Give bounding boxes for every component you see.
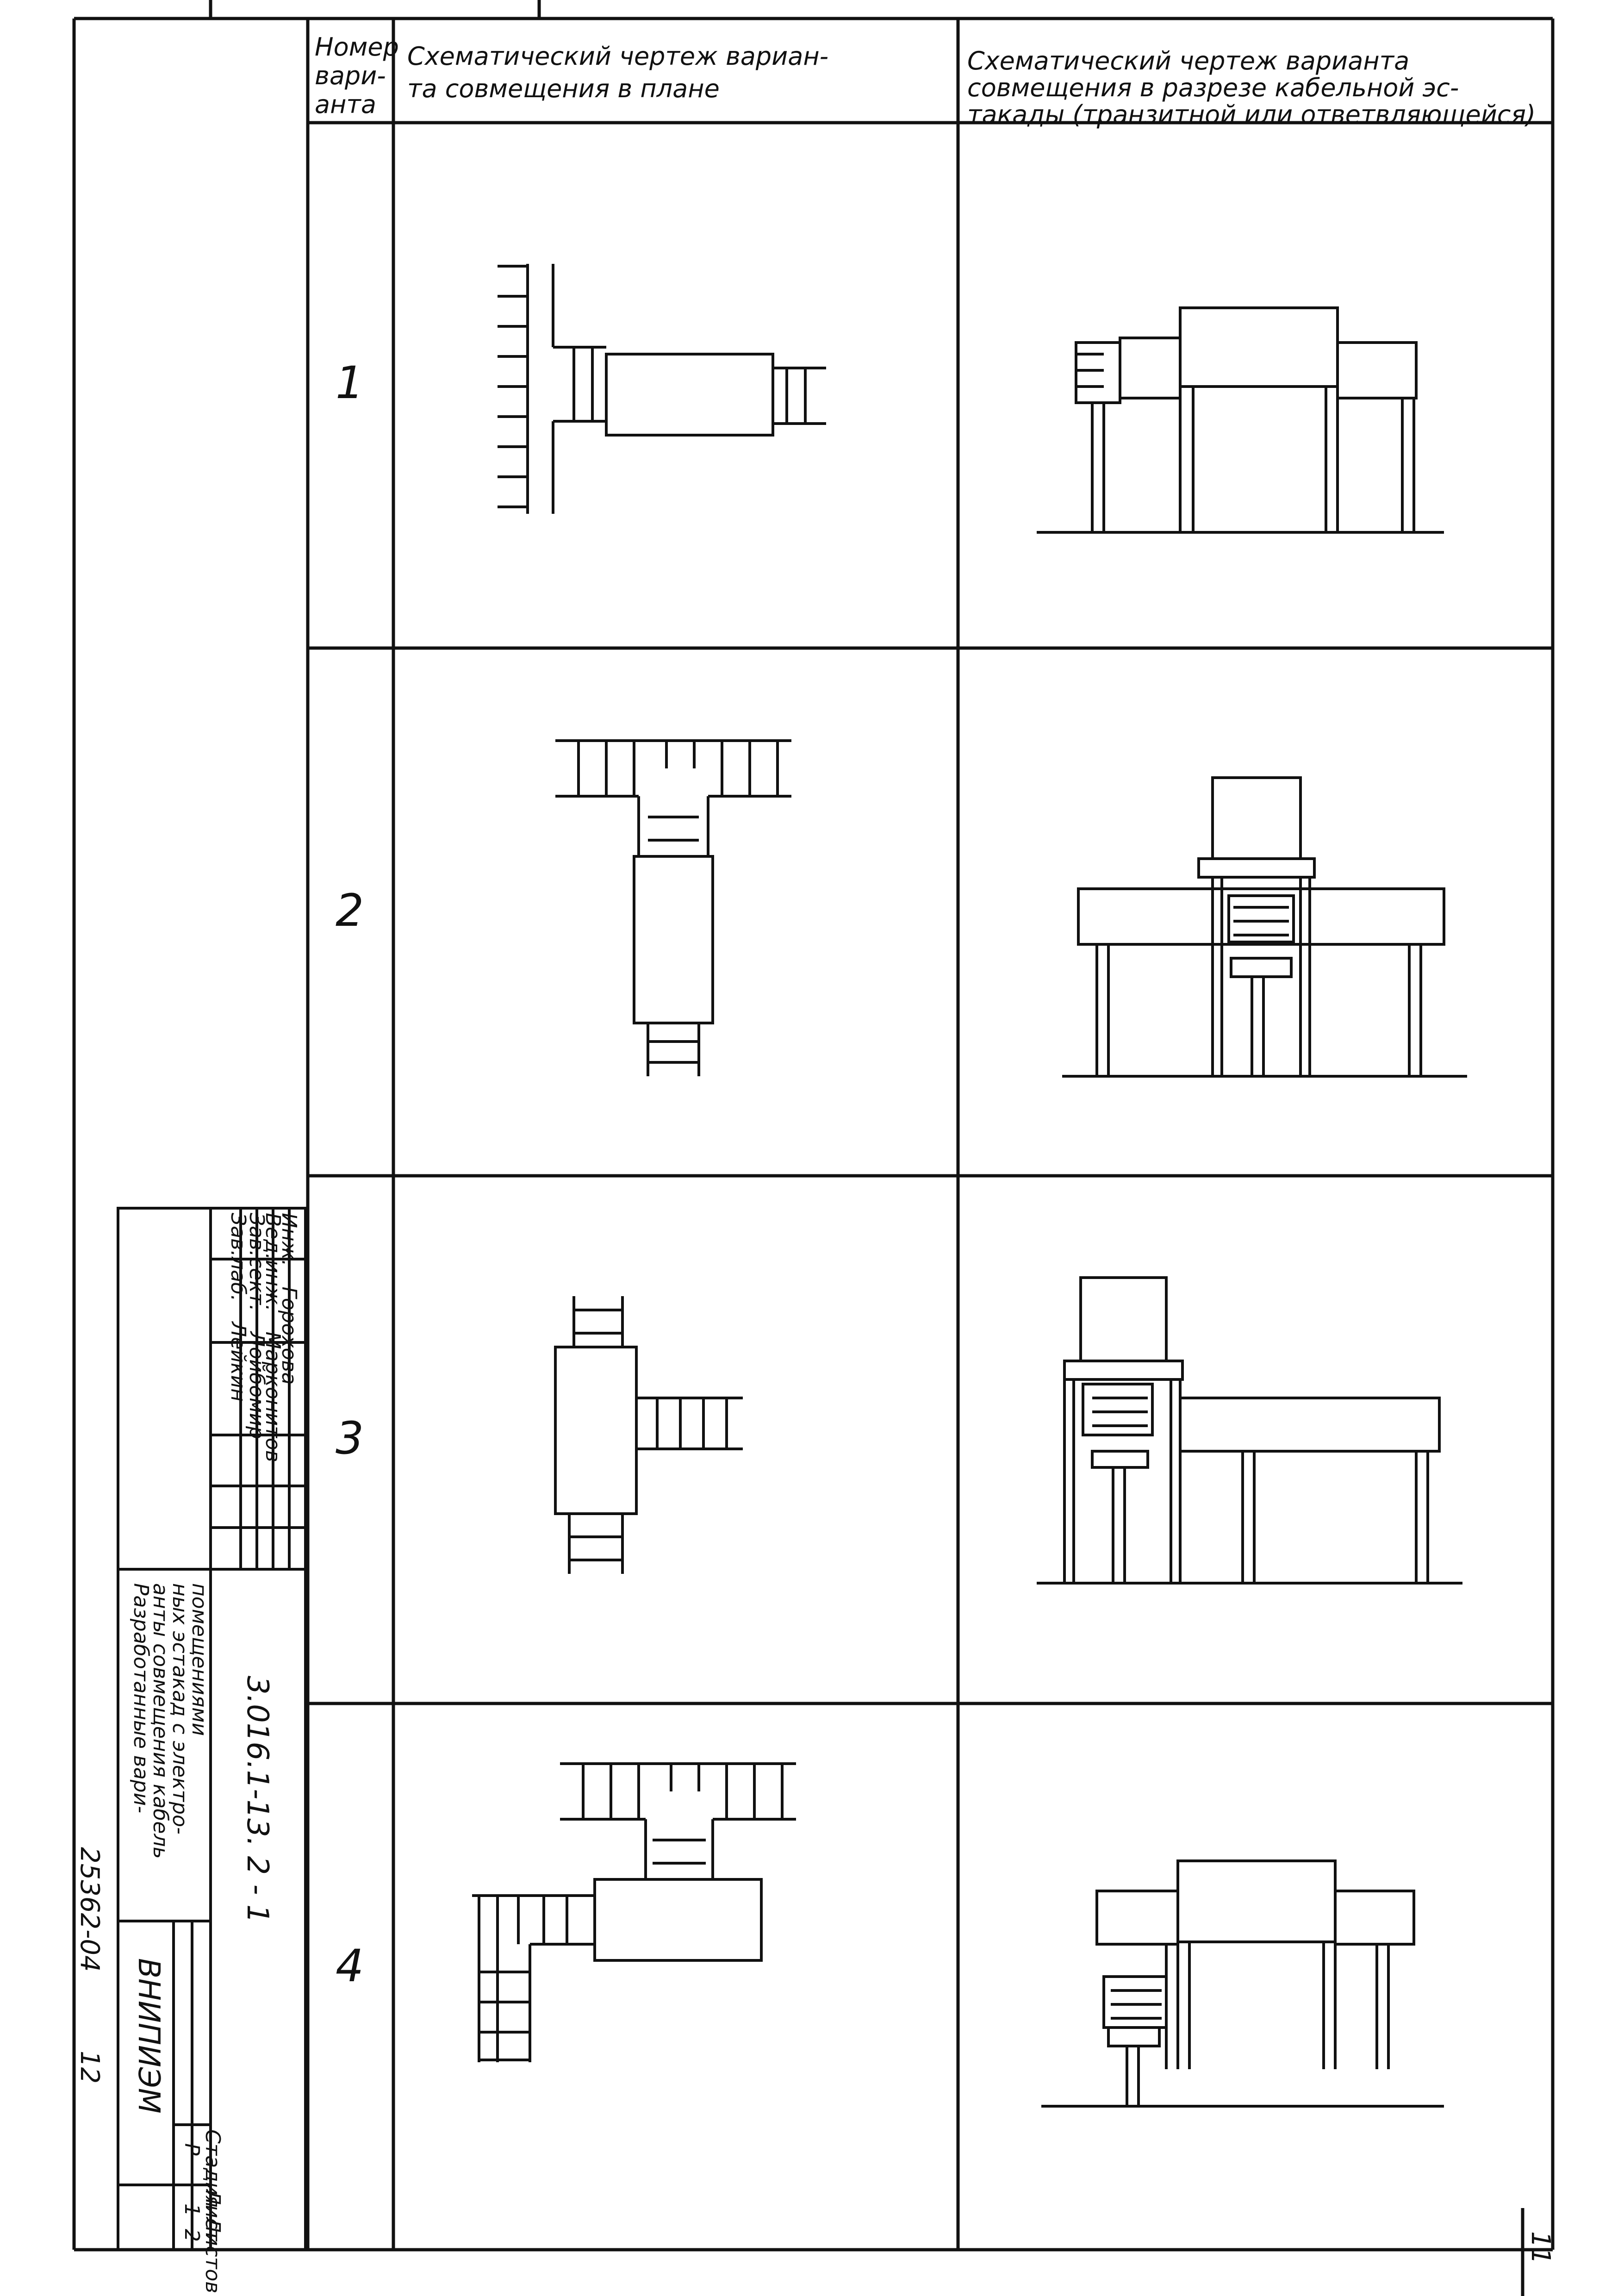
sheets-value: 2 [180,2229,204,2242]
header-section: Схематический чертеж варианта совмещения… [967,46,1536,129]
title-block-text: Зав.лаб. Лейкин Зав.сект. Лойбомир Вед.и… [75,1213,301,2293]
person-3: Вед.инж. Марконитов [261,1213,285,1462]
archive-page: 12 [75,2051,105,2084]
row-number-1: 1 [336,357,364,409]
sheet-label: Лист [201,2189,224,2242]
archive-number: 25362-04 [75,1847,105,1972]
person-1: Зав.лаб. Лейкин [226,1213,250,1402]
variants-table [306,19,1553,2250]
header-plan: Схематический чертеж вариан- та совмещен… [407,42,836,103]
header-number: Номер вари- анта [315,32,407,119]
sheets-label: Листов [201,2216,224,2293]
plan-sketch-4 [472,1762,796,2062]
title-block [117,1207,307,2251]
row-number-4: 4 [336,1940,364,1992]
doc-title: Разработанные вари- анты совмещения кабе… [129,1583,211,1866]
person-2: Зав.сект. Лойбомир [245,1213,268,1439]
stage-label: Стадия [201,2129,224,2208]
plan-sketch-1 [498,264,826,514]
row-number-3: 3 [336,1412,364,1464]
sheet-value: 1 [180,2203,204,2216]
section-sketch-1 [1037,306,1444,534]
frame [72,0,1555,2296]
person-4: Инж. Горохова [277,1213,301,1385]
section-sketch-3 [1037,1276,1462,1585]
plan-sketch-3 [554,1296,743,1574]
doc-code: 3.016.1-13. 2 - 1 [240,1676,274,1923]
section-sketch-4 [1041,1859,1444,2108]
plan-sketch-2 [555,739,791,1076]
row-number-2: 2 [336,885,364,936]
organization: ВНИПИЭМ [131,1958,166,2114]
section-sketch-2 [1062,776,1467,1078]
stage-value: Р [180,2143,204,2156]
page-number: 11 [1525,2231,1556,2264]
